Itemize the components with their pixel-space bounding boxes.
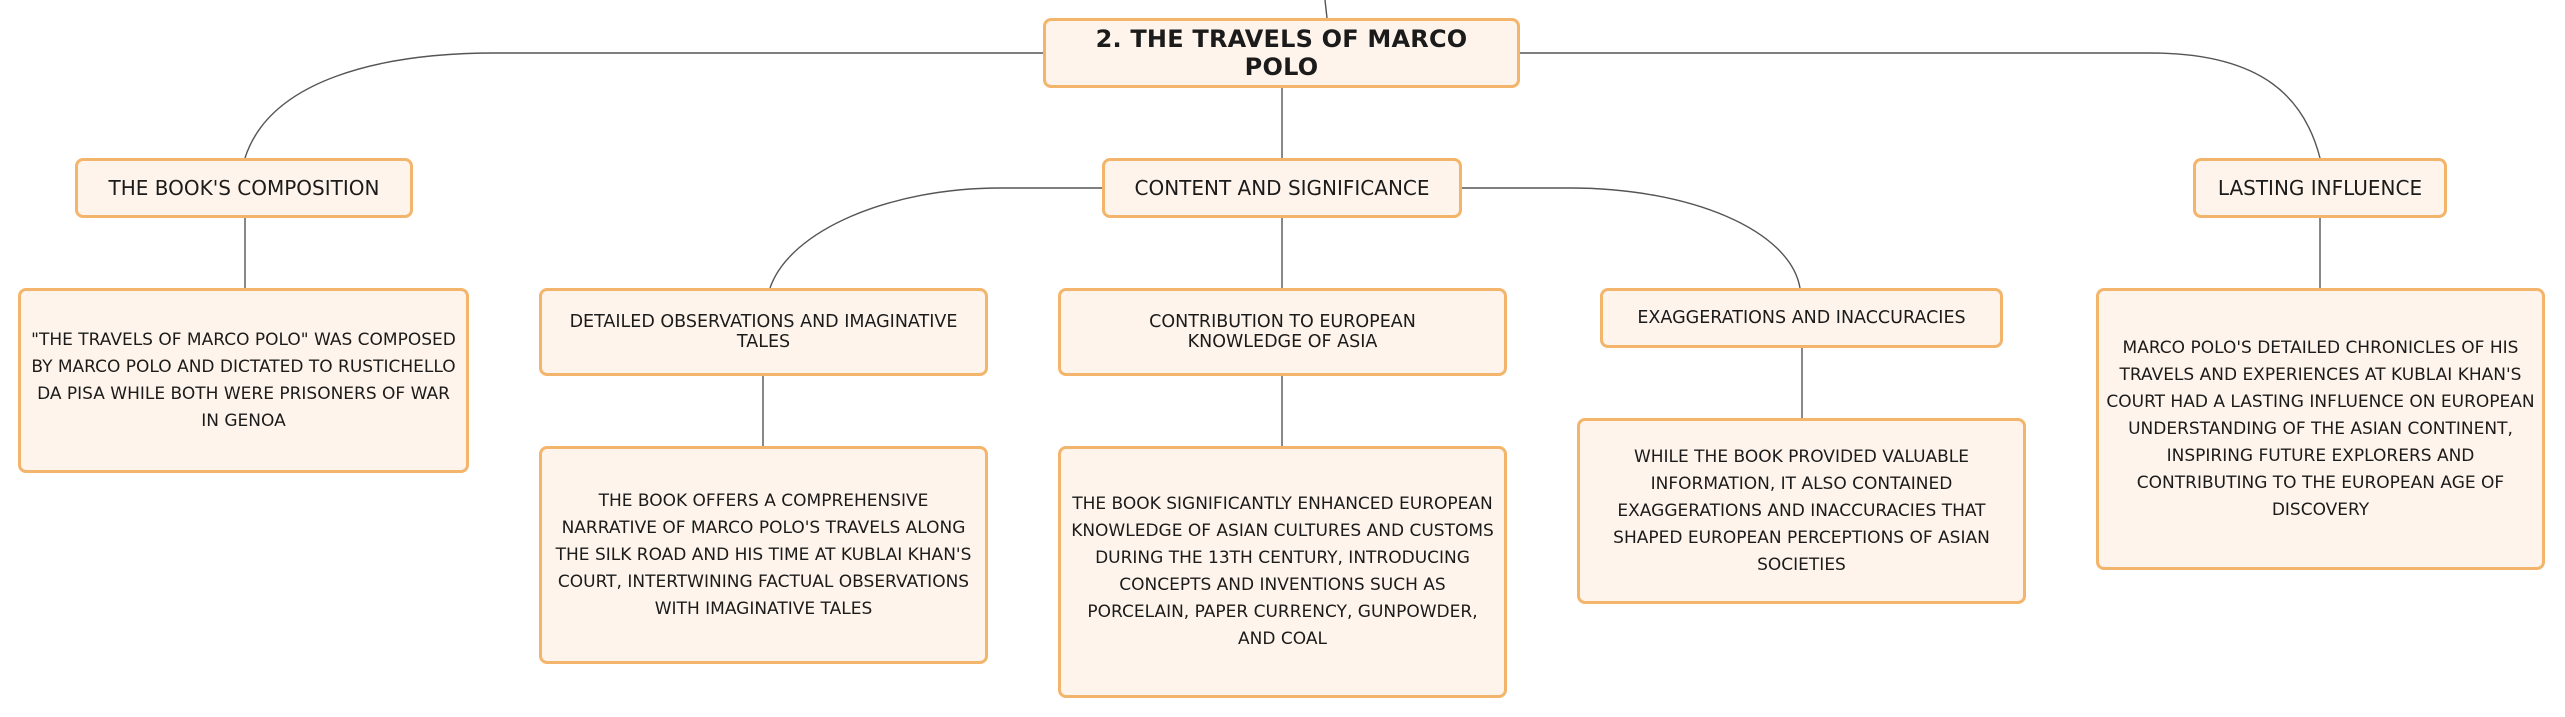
leaf-text: "THE TRAVELS OF MARCO POLO" WAS COMPOSED… <box>31 329 456 431</box>
detail-contribution-knowledge[interactable]: THE BOOK SIGNIFICANTLY ENHANCED EUROPEAN… <box>1058 446 1507 698</box>
branch-content-significance[interactable]: CONTENT AND SIGNIFICANCE <box>1102 158 1462 218</box>
connector-root-influence <box>1520 52 2321 159</box>
subtopic-label: CONTRIBUTION TO EUROPEAN KNOWLEDGE OF AS… <box>1149 312 1416 352</box>
connector-content-exaggerations <box>1462 187 1801 289</box>
subtopic-observations-tales[interactable]: DETAILED OBSERVATIONS AND IMAGINATIVE TA… <box>539 288 988 376</box>
connector-parent-root <box>1324 0 1328 19</box>
branch-label: CONTENT AND SIGNIFICANCE <box>1134 176 1430 200</box>
subtopic-label: DETAILED OBSERVATIONS AND IMAGINATIVE TA… <box>569 312 958 352</box>
detail-text: THE BOOK OFFERS A COMPREHENSIVE NARRATIV… <box>555 490 972 619</box>
subtopic-label: EXAGGERATIONS AND INACCURACIES <box>1637 308 1966 328</box>
branch-label: THE BOOK'S COMPOSITION <box>108 176 380 200</box>
leaf-book-composition[interactable]: "THE TRAVELS OF MARCO POLO" WAS COMPOSED… <box>18 288 469 473</box>
branch-label: LASTING INFLUENCE <box>2217 176 2423 200</box>
root-label: 2. THE TRAVELS OF MARCO POLO <box>1095 25 1468 81</box>
leaf-text: MARCO POLO'S DETAILED CHRONICLES OF HIS … <box>2106 337 2535 520</box>
branch-book-composition[interactable]: THE BOOK'S COMPOSITION <box>75 158 413 218</box>
detail-exaggerations[interactable]: WHILE THE BOOK PROVIDED VALUABLE INFORMA… <box>1577 418 2026 604</box>
connector-content-observations <box>769 187 1102 289</box>
subtopic-contribution-knowledge[interactable]: CONTRIBUTION TO EUROPEAN KNOWLEDGE OF AS… <box>1058 288 1507 376</box>
branch-lasting-influence[interactable]: LASTING INFLUENCE <box>2193 158 2447 218</box>
detail-text: WHILE THE BOOK PROVIDED VALUABLE INFORMA… <box>1613 446 1990 575</box>
detail-text: THE BOOK SIGNIFICANTLY ENHANCED EUROPEAN… <box>1071 494 1494 649</box>
connector-root-composition <box>244 52 1043 159</box>
subtopic-exaggerations[interactable]: EXAGGERATIONS AND INACCURACIES <box>1600 288 2003 348</box>
detail-observations-tales[interactable]: THE BOOK OFFERS A COMPREHENSIVE NARRATIV… <box>539 446 988 664</box>
leaf-lasting-influence[interactable]: MARCO POLO'S DETAILED CHRONICLES OF HIS … <box>2096 288 2545 570</box>
root-node[interactable]: 2. THE TRAVELS OF MARCO POLO <box>1043 18 1520 88</box>
